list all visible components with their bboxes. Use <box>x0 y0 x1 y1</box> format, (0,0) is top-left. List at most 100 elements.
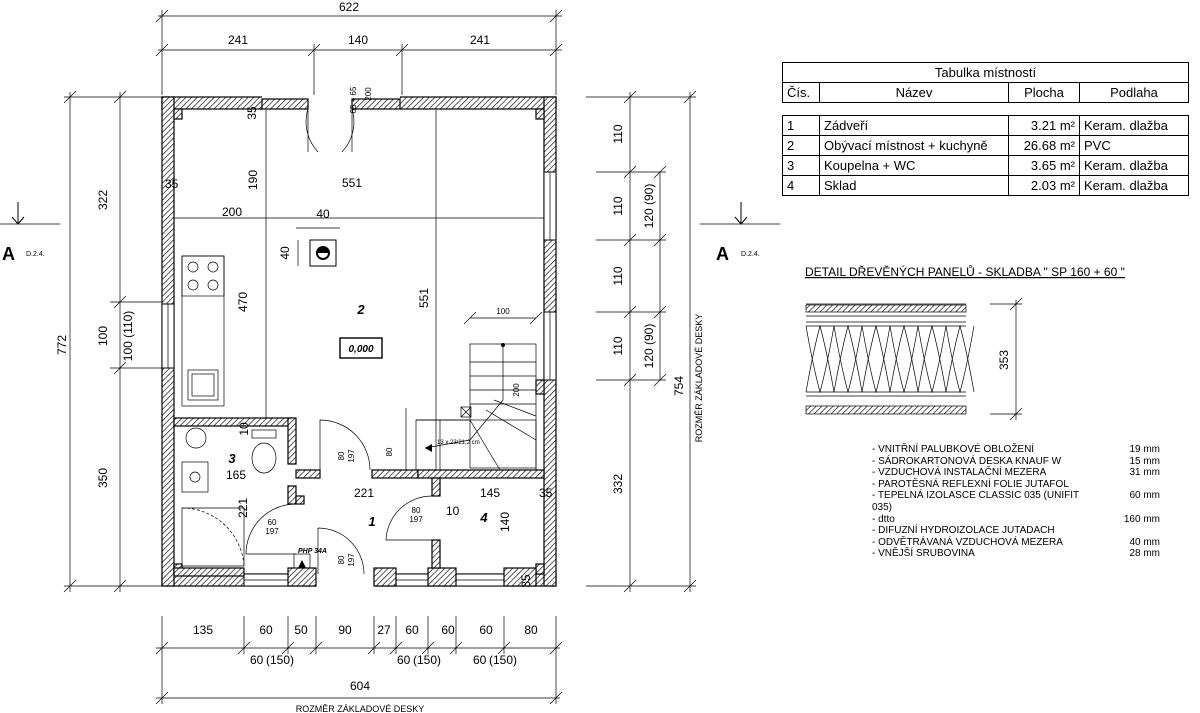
dim-in-221a: 221 <box>236 498 250 518</box>
layer-thickness: 19 mm <box>1129 444 1160 455</box>
dim-right-a: 110 <box>611 124 625 143</box>
dim-bot-w2b: (150) <box>413 653 441 667</box>
layer-name: - dtto <box>872 513 895 525</box>
layer-row: - TEPELNÁ IZOLASCE CLASSIC 035 (UNIFIT 0… <box>872 490 1160 513</box>
dim-top-c: 241 <box>470 33 490 47</box>
layer-name: - ODVĚTRÁVANÁ VZDUCHOVÁ MEZERA <box>872 536 1063 548</box>
doors <box>245 108 433 575</box>
dim-bot-w1: 60 <box>250 653 264 667</box>
dim-door-60: 60 <box>268 518 277 527</box>
table-row: 2 Obývací místnost + kuchyně 26.68 m² PV… <box>782 135 1189 156</box>
section-marker-left: A D.2.4. <box>0 202 60 264</box>
dim-right-d: 110 <box>611 336 625 355</box>
section-letter-left: A <box>2 244 15 264</box>
dim-right-e: 332 <box>611 474 625 494</box>
room-number: 3 <box>782 155 820 176</box>
layer-thickness: 28 mm <box>1129 548 1160 560</box>
room-name: Zádveří <box>819 115 1009 136</box>
col-header-area: Plocha <box>1008 82 1080 103</box>
top-dimensions: 622 241 140 241 <box>155 0 563 95</box>
dim-in-35d: 35 <box>519 574 533 588</box>
right-dimensions: 110 110 110 110 120 (90) 120 (90) 332 75… <box>586 90 704 593</box>
level-box <box>339 337 383 359</box>
col-header-floor: Podlaha <box>1079 82 1189 103</box>
layer-row: - dtto 160 mm <box>872 514 1160 526</box>
dim-bot-3: 50 <box>294 623 308 637</box>
layer-thickness <box>1100 525 1160 537</box>
exterior-walls <box>161 96 557 587</box>
dim-in-100: 100 <box>496 307 510 316</box>
dim-bot-1: 135 <box>193 623 213 637</box>
room-table-title: Tabulka místností <box>782 62 1189 83</box>
dim-top-b: 140 <box>348 33 368 47</box>
section-letter-right: A <box>716 244 729 264</box>
section-marker-right: A D.2.4. <box>700 202 780 264</box>
dim-bot-4: 90 <box>338 623 352 637</box>
dim-bot-w2: 60 <box>397 653 411 667</box>
layer-row: - DIFUZNÍ HYDROIZOLACE JUTADACH <box>872 525 1160 537</box>
room-number-1: 1 <box>368 514 375 529</box>
dim-bot-6: 60 <box>405 623 419 637</box>
dim-right-total: 754 <box>672 376 686 396</box>
dim-in-10a: 10 <box>237 422 251 436</box>
dim-left-b: 100 <box>96 326 110 346</box>
level-label: 0,000 <box>348 344 373 355</box>
dim-door-80e: 80 <box>337 555 346 564</box>
layer-thickness: 31 mm <box>1129 467 1160 479</box>
room-floor: Keram. dlažba <box>1079 155 1189 176</box>
dim-door-top-a: 65 + 65 <box>349 86 358 113</box>
interior-walls <box>173 417 545 569</box>
dim-in-35b: 35 <box>165 177 179 191</box>
room-area: 3.65 m² <box>1008 155 1080 176</box>
dim-in-35a: 35 <box>245 106 259 120</box>
layer-name: - VNĚJŠÍ SRUBOVINA <box>872 548 975 560</box>
dim-door-197e: 197 <box>347 553 356 567</box>
dim-door-197d: 197 <box>265 527 279 536</box>
layer-thickness: 15 mm <box>1129 455 1160 467</box>
room-table: Tabulka místností Čís. Název Plocha Podl… <box>782 62 1189 196</box>
layer-thickness: 160 mm <box>1123 513 1160 525</box>
room-area: 26.68 m² <box>1008 135 1080 156</box>
dim-in-165: 165 <box>226 468 246 482</box>
dim-bot-8: 60 <box>479 623 493 637</box>
layer-thickness <box>1100 479 1160 491</box>
detail-thickness: 353 <box>997 350 1011 370</box>
dim-door-80a: 80 <box>337 451 346 460</box>
room-name: Sklad <box>819 175 1009 196</box>
layer-name: - TEPELNÁ IZOLASCE CLASSIC 035 (UNIFIT 0… <box>872 490 1079 513</box>
dim-right-c: 110 <box>611 266 625 285</box>
dim-in-140: 140 <box>498 512 512 532</box>
room-number: 4 <box>782 175 820 196</box>
dim-bot-2: 60 <box>259 623 273 637</box>
dim-in-190: 190 <box>246 170 260 190</box>
col-header-name: Název <box>819 82 1009 103</box>
dim-door-197c: 197 <box>409 515 423 524</box>
dim-left-b2: 100 (110) <box>121 311 135 361</box>
dim-right-w1: 120 (90) <box>642 184 656 229</box>
stairs-label: 13 x 23/21,2 cm <box>437 440 480 446</box>
dim-in-200s: 200 <box>512 383 521 397</box>
dim-right-w2: 120 (90) <box>642 324 656 369</box>
dim-in-145: 145 <box>480 486 500 500</box>
room-area: 2.03 m² <box>1008 175 1080 196</box>
col-header-number: Čís. <box>782 82 820 103</box>
dim-bot-total: 604 <box>350 679 370 693</box>
room-floor: PVC <box>1079 135 1189 156</box>
room-floor: Keram. dlažba <box>1079 115 1189 136</box>
layer-thickness: 60 mm <box>1129 490 1160 502</box>
dim-left-c: 350 <box>96 468 110 488</box>
dim-bot-9: 80 <box>524 623 538 637</box>
layer-name: - SÁDROKARTONOVÁ DESKA KNAUF W <box>872 455 1062 467</box>
interior-dimension-lines <box>174 110 544 470</box>
dim-in-551v: 551 <box>417 288 431 308</box>
dim-bot-7: 60 <box>441 623 455 637</box>
dim-bot-w3b: (150) <box>489 653 517 667</box>
room-area: 3.21 m² <box>1008 115 1080 136</box>
dim-right-b: 110 <box>611 196 625 215</box>
dim-in-35c: 35 <box>539 486 553 500</box>
section-ref-right: D.2.4. <box>741 251 760 258</box>
dim-left-total: 772 <box>55 335 69 355</box>
stairs <box>415 311 543 471</box>
